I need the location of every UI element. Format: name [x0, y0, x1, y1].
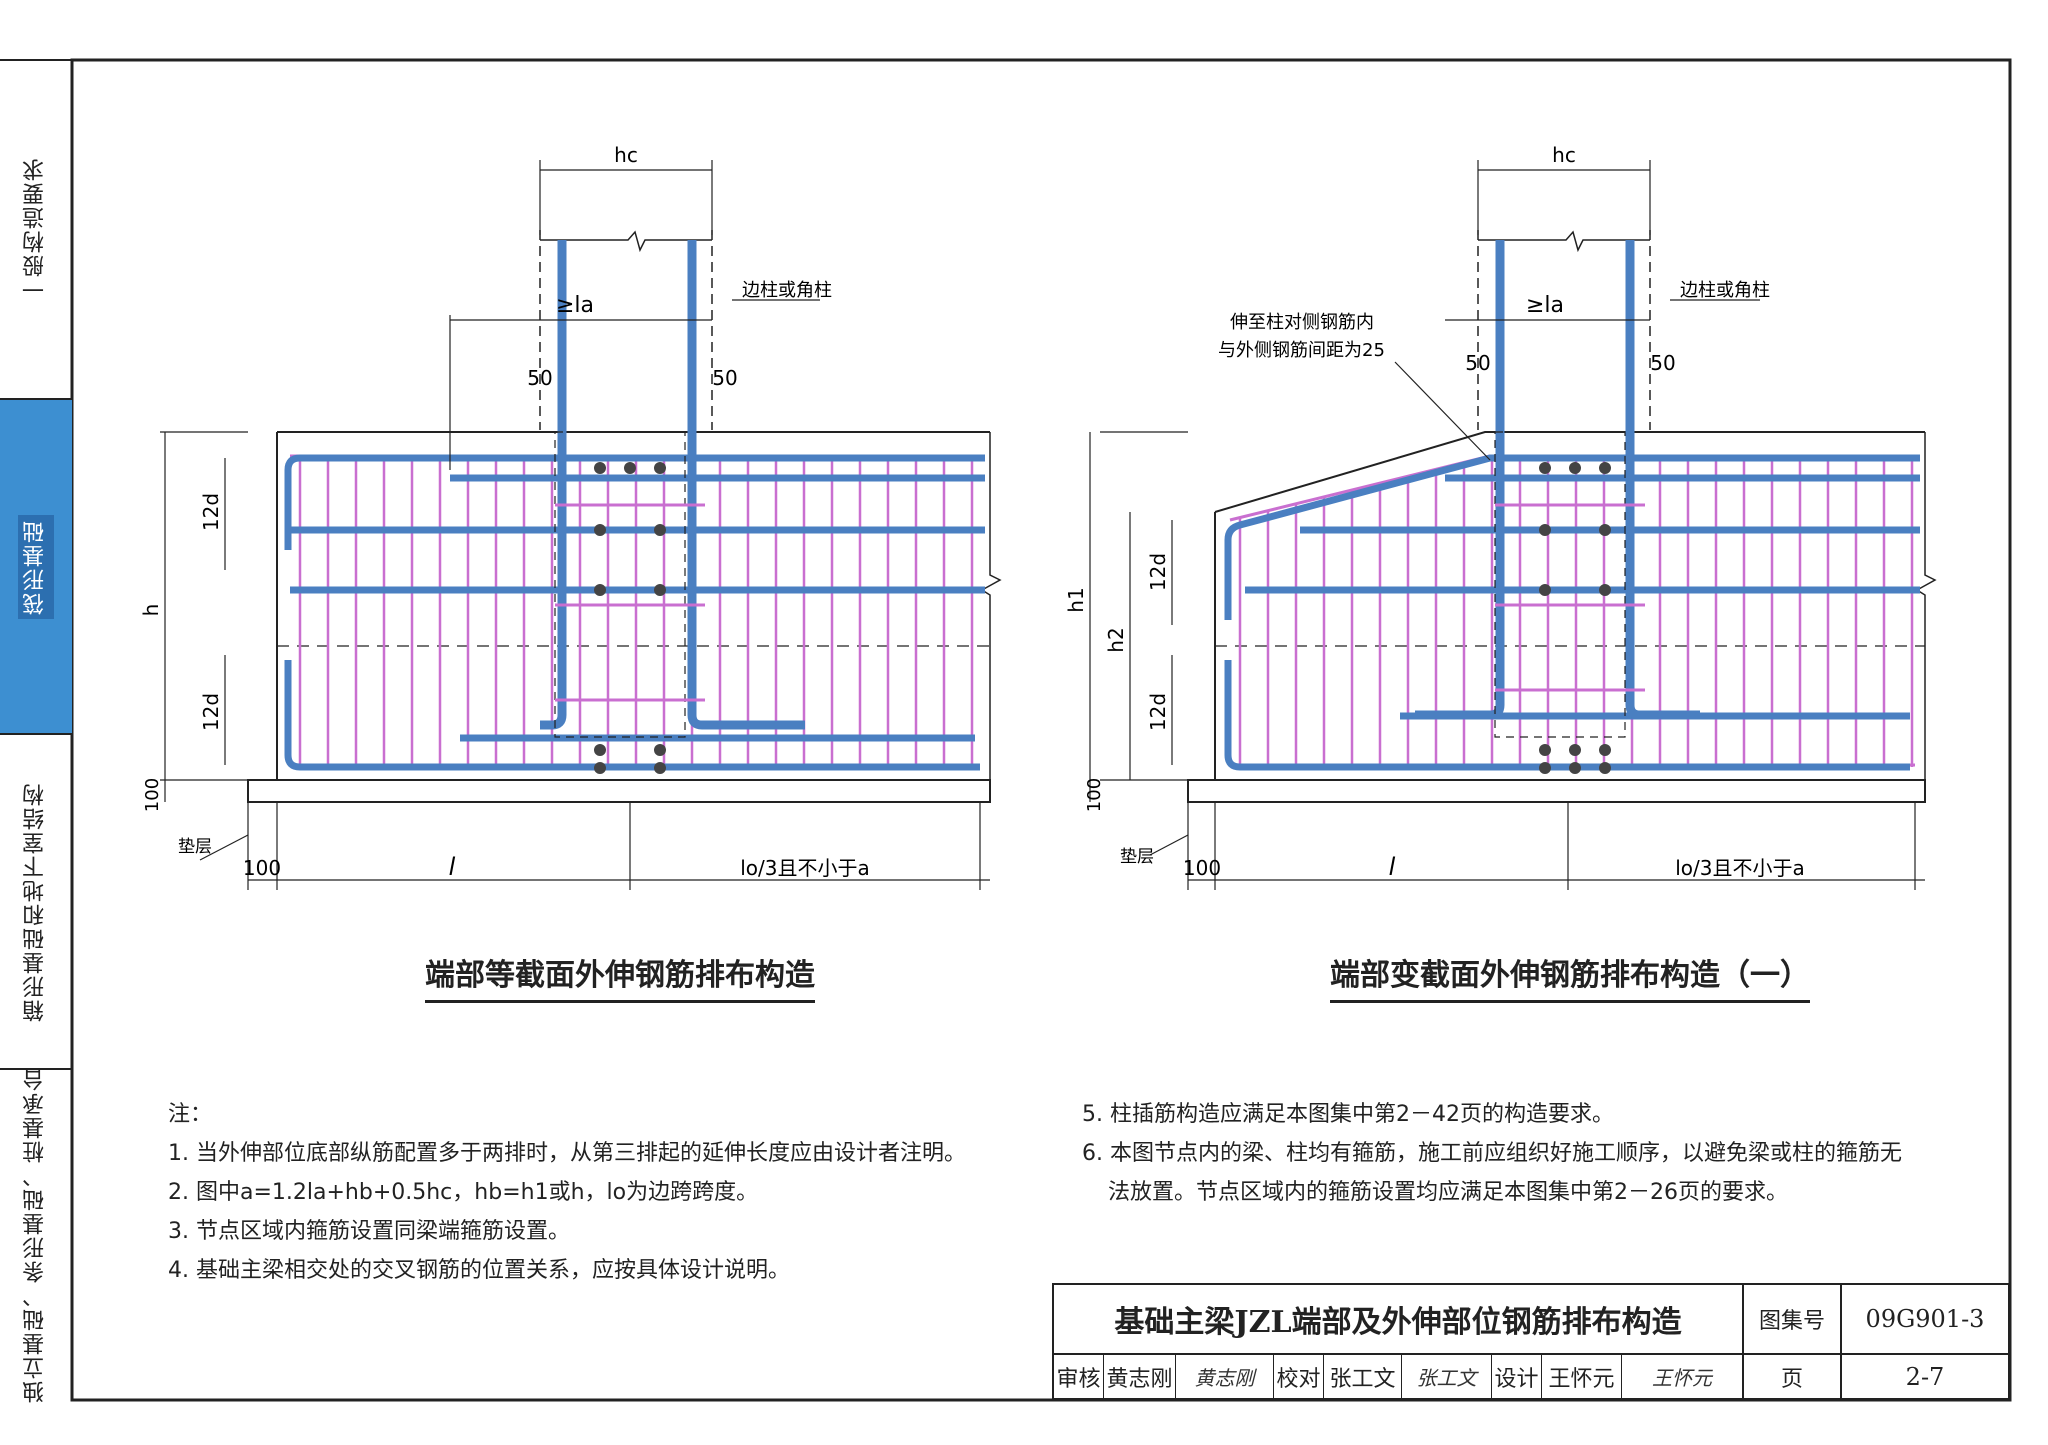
cushion-layer-right — [1187, 779, 1926, 803]
page-label: 页 — [1744, 1355, 1842, 1398]
label-note-1: 伸至柱对侧钢筋内 — [1230, 312, 1374, 333]
note-leader-right — [1394, 361, 1491, 461]
check-signature: 张工文 — [1402, 1355, 1492, 1398]
note-item: 1. 当外伸部位底部纵筋配置多于两排时，从第三排起的延伸长度应由设计者注明。 — [168, 1141, 966, 1166]
caption-left: 端部等截面外伸钢筋排布构造 — [425, 950, 815, 1003]
node-region-right — [1494, 431, 1626, 738]
check-label: 校对 — [1274, 1355, 1324, 1398]
outer-u-rebar-right — [1224, 454, 1920, 771]
column-rebar-right — [687, 240, 805, 730]
cushion-layer — [247, 779, 991, 803]
label-l: l — [449, 853, 456, 881]
design-signature: 王怀元 — [1622, 1355, 1744, 1398]
break-mark — [980, 432, 1002, 780]
label-50-left: 50 — [527, 366, 552, 390]
design-label: 设计 — [1492, 1355, 1542, 1398]
atlas-number: 09G901-3 — [1842, 1285, 2008, 1355]
notes-right: 5. 柱插筋构造应满足本图集中第2－42页的构造要求。 6. 本图节点内的梁、柱… — [1082, 1095, 1902, 1212]
outer-u-rebar — [284, 454, 985, 771]
label-50-right: 50 — [712, 366, 737, 390]
label-100-v: 100 — [142, 778, 163, 812]
note-item: 3. 节点区域内箍筋设置同梁端箍筋设置。 — [168, 1219, 570, 1244]
notes-heading: 注： — [168, 1102, 213, 1127]
column-rebar-right-r — [1625, 240, 1700, 720]
label-12d-bottom-right: 12d — [1146, 693, 1170, 731]
label-h: h — [139, 604, 163, 617]
column-break-right — [1478, 230, 1650, 253]
label-cushion-right: 垫层 — [1120, 847, 1154, 867]
column-break — [540, 230, 712, 253]
cushion-leader-right — [1149, 834, 1189, 856]
label-la: ≥la — [556, 293, 594, 318]
label-hc: hc — [614, 143, 638, 167]
label-100-h: 100 — [243, 856, 281, 880]
note-item: 2. 图中a=1.2la+hb+0.5hc，hb=h1或h，lo为边跨跨度。 — [168, 1180, 759, 1205]
sidebar-tab-box[interactable]: 箱形基础和地下室结构 — [0, 735, 72, 1070]
label-100-v-right: 100 — [1084, 778, 1105, 812]
stirrups-group-right — [1238, 456, 1914, 767]
note-item: 法放置。节点区域内的箍筋设置均应满足本图集中第2－26页的要求。 — [1108, 1180, 1788, 1205]
cushion-leader — [199, 834, 249, 861]
label-lo-right: lo/3且不小于a — [1675, 856, 1805, 880]
page-number: 2-7 — [1905, 1362, 1945, 1391]
sidebar-tab-general[interactable]: 一般构造要求 — [0, 60, 72, 400]
rebar-dots — [594, 462, 666, 774]
label-lo: lo/3且不小于a — [740, 856, 870, 880]
diagram-right: hc ≥la 边柱或角柱 伸至柱对侧钢筋内 与外侧钢筋间距为25 50 50 1… — [1064, 143, 1937, 890]
label-la-right: ≥la — [1526, 293, 1564, 318]
break-mark-right — [1915, 432, 1937, 780]
stirrups-group — [298, 456, 974, 767]
label-50-left-right: 50 — [1465, 351, 1490, 375]
label-note-2: 与外侧钢筋间距为25 — [1218, 340, 1385, 361]
label-column: 边柱或角柱 — [742, 280, 832, 301]
label-column-right: 边柱或角柱 — [1680, 280, 1770, 301]
note-item: 4. 基础主梁相交处的交叉钢筋的位置关系，应按具体设计说明。 — [168, 1258, 790, 1283]
sidebar-tab-label: 箱形基础和地下室结构 — [23, 781, 48, 1022]
rebar-dots-right — [1539, 462, 1611, 774]
label-hc-right: hc — [1552, 143, 1576, 167]
review-name: 黄志刚 — [1104, 1355, 1176, 1398]
label-l-right: l — [1389, 853, 1396, 881]
notes-left: 注： 1. 当外伸部位底部纵筋配置多于两排时，从第三排起的延伸长度应由设计者注明… — [168, 1095, 966, 1290]
label-12d-bottom: 12d — [199, 693, 223, 731]
label-50-right-right: 50 — [1650, 351, 1675, 375]
diagram-left: hc ≥la 边柱或角柱 50 50 12d 12d h 100 垫层 100 … — [139, 143, 1002, 890]
column-rebar-left-r — [1415, 240, 1505, 720]
label-12d-top: 12d — [199, 493, 223, 531]
title-block-title: 基础主梁JZL端部及外伸部位钢筋排布构造 — [1054, 1285, 1744, 1355]
sidebar-tab-label: 独立基础、条形基础、桩基承台 — [23, 1067, 48, 1403]
label-h2: h2 — [1104, 627, 1128, 652]
note-item: 5. 柱插筋构造应满足本图集中第2－42页的构造要求。 — [1082, 1102, 1614, 1127]
sidebar-tab-isolated[interactable]: 独立基础、条形基础、桩基承台 — [0, 1067, 72, 1403]
sidebar-tab-label: 一般构造要求 — [23, 157, 48, 301]
sidebar-tab-label: 筏形基础 — [18, 514, 54, 619]
review-signature: 黄志刚 — [1176, 1355, 1274, 1398]
title-block: 基础主梁JZL端部及外伸部位钢筋排布构造 图集号 09G901-3 审核 黄志刚… — [1052, 1283, 2010, 1400]
caption-right: 端部变截面外伸钢筋排布构造（一） — [1330, 950, 1810, 1003]
check-name: 张工文 — [1324, 1355, 1402, 1398]
atlas-label: 图集号 — [1744, 1285, 1842, 1355]
label-12d-top-right: 12d — [1146, 553, 1170, 591]
label-100-h-right: 100 — [1183, 856, 1221, 880]
note-item: 6. 本图节点内的梁、柱均有箍筋，施工前应组织好施工顺序，以避免梁或柱的箍筋无 — [1082, 1141, 1902, 1166]
design-name: 王怀元 — [1542, 1355, 1622, 1398]
review-label: 审核 — [1054, 1355, 1104, 1398]
sidebar-tab-raft[interactable]: 筏形基础 — [0, 400, 72, 735]
label-h1: h1 — [1064, 587, 1088, 612]
column-rebar-left — [540, 240, 567, 730]
node-region — [554, 431, 686, 738]
label-cushion: 垫层 — [178, 837, 212, 857]
